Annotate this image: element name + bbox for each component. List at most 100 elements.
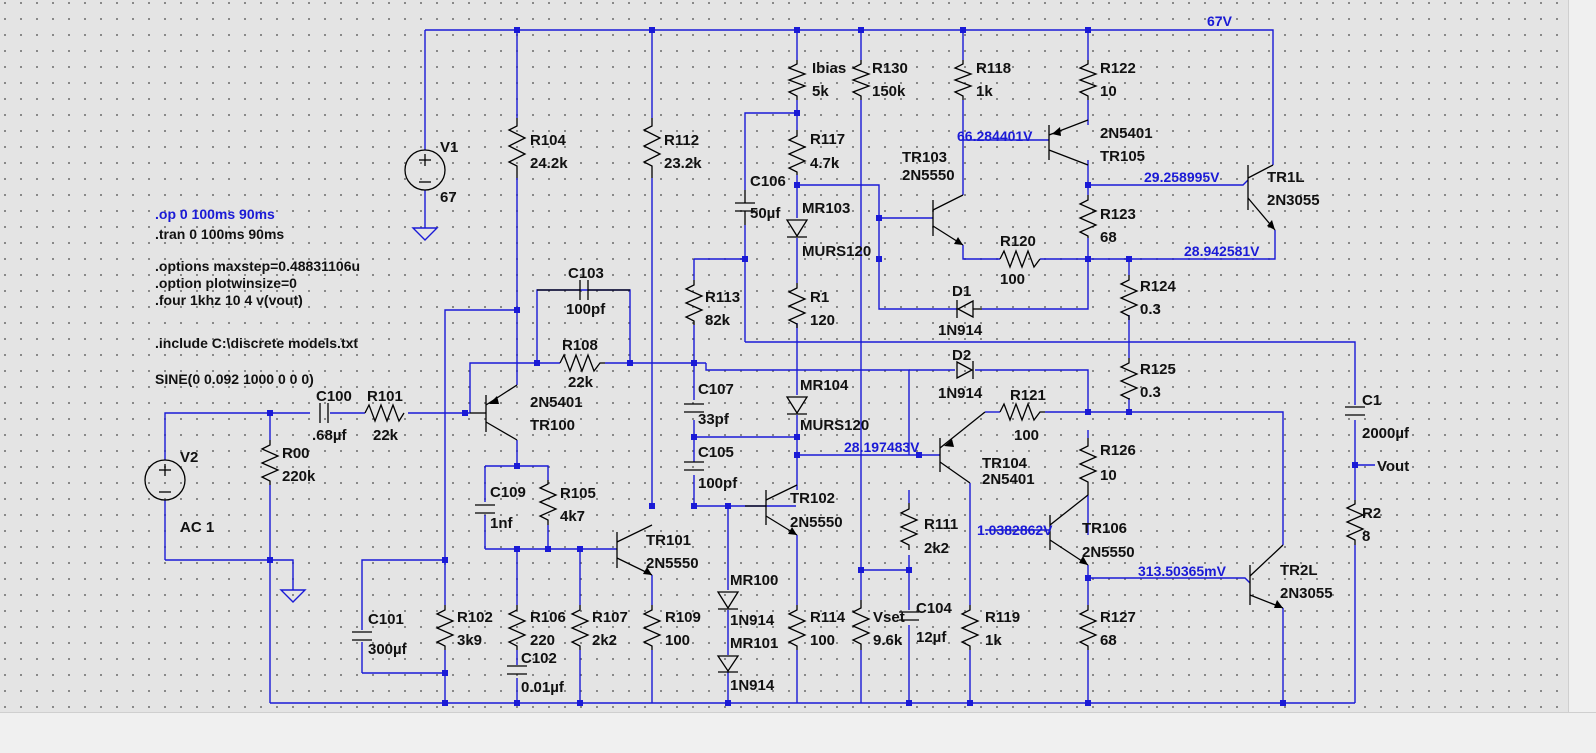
ground-icon <box>279 589 307 603</box>
label-r120-value: 100 <box>1000 271 1025 288</box>
spice-directive-four: .four 1khz 10 4 v(vout) <box>155 292 303 308</box>
tr103-symbol <box>932 194 964 246</box>
junction-dot <box>534 360 540 366</box>
junction-dot <box>442 557 448 563</box>
junction-dot <box>514 546 520 552</box>
junction-dot <box>649 27 655 33</box>
label-r107-value: 2k2 <box>592 632 617 649</box>
schematic-canvas[interactable] <box>0 0 1568 712</box>
label-r1-name: R1 <box>810 289 829 306</box>
label-r109-name: R109 <box>665 609 701 626</box>
label-r114-name: R114 <box>810 609 846 626</box>
junction-dot <box>1126 409 1132 415</box>
tr1l-symbol <box>1247 164 1276 231</box>
label-r123-name: R123 <box>1100 206 1136 223</box>
junction-dot <box>1280 700 1286 706</box>
label-mr100-value: 1N914 <box>730 612 775 629</box>
mr103-symbol <box>785 219 809 238</box>
spice-directive-tran: .tran 0 100ms 90ms <box>155 226 284 242</box>
label-c101-value: 300µf <box>368 641 408 658</box>
label-c102-value: 0.01µf <box>521 679 565 696</box>
label-tr104-value: 2N5401 <box>982 471 1035 488</box>
junction-dot <box>876 215 882 221</box>
v1-symbol <box>404 149 446 191</box>
label-tr106-value: 2N5550 <box>1082 544 1135 561</box>
junction-dot <box>267 410 273 416</box>
label-r127-name: R127 <box>1100 609 1136 626</box>
r117-symbol <box>787 130 807 175</box>
label-ibias-name: Ibias <box>812 60 846 77</box>
label-c105-value: 100pf <box>698 475 738 492</box>
label-mr104-value: MURS120 <box>800 417 869 434</box>
label-tr2l-name: TR2L <box>1280 562 1318 579</box>
voltage-readout: 29.258995V <box>1144 169 1220 185</box>
horizontal-scrollbar[interactable] <box>0 712 1596 753</box>
label-mr103-value: MURS120 <box>802 243 871 260</box>
label-c109-value: 1nf <box>490 515 514 532</box>
junction-dot <box>858 567 864 573</box>
label-tr102-name: TR102 <box>790 490 835 507</box>
label-tr103-value: 2N5550 <box>902 167 955 184</box>
label-r121-value: 100 <box>1014 427 1039 444</box>
label-r2-value: 8 <box>1362 528 1370 545</box>
junction-dot <box>960 27 966 33</box>
label-tr106-name: TR106 <box>1082 520 1127 537</box>
junction-dot <box>514 463 520 469</box>
junction-dot <box>967 700 973 706</box>
junction-dot <box>1085 27 1091 33</box>
r125-symbol <box>1119 358 1139 401</box>
spice-directive-maxstep: .options maxstep=0.48831106u <box>155 258 360 274</box>
label-r117-value: 4.7k <box>810 155 840 172</box>
voltage-readout: 28.197483V <box>844 439 920 455</box>
label-r2-name: R2 <box>1362 505 1381 522</box>
voltage-readout: 1.0382862V <box>977 522 1053 538</box>
tr102-symbol <box>745 484 798 536</box>
c105-symbol <box>684 461 704 471</box>
label-vset-name: Vset <box>873 609 905 626</box>
label-c107-name: C107 <box>698 381 734 398</box>
label-ibias-value: 5k <box>812 83 829 100</box>
junction-dot <box>649 503 655 509</box>
r122-symbol <box>1078 60 1098 100</box>
r127-symbol <box>1078 605 1098 650</box>
label-r123-value: 68 <box>1100 229 1117 246</box>
label-r1-value: 120 <box>810 312 835 329</box>
label-vset-value: 9.6k <box>873 632 903 649</box>
junction-dot <box>462 410 468 416</box>
label-tr101-name: TR101 <box>646 532 691 549</box>
vertical-scrollbar[interactable] <box>1568 0 1596 712</box>
r104-symbol <box>507 118 527 178</box>
label-r119-name: R119 <box>985 609 1020 626</box>
label-c106-name: C106 <box>750 173 786 190</box>
label-tr104-name: TR104 <box>982 455 1028 472</box>
label-c1-name: C1 <box>1362 392 1381 409</box>
label-r130-name: R130 <box>872 60 908 77</box>
label-tr1l-value: 2N3055 <box>1267 192 1320 209</box>
r1-symbol <box>787 283 807 328</box>
label-mr101-value: 1N914 <box>730 677 775 694</box>
r101-symbol <box>364 403 405 423</box>
label-c102-name: C102 <box>521 650 557 667</box>
label-r102-value: 3k9 <box>457 632 482 649</box>
label-tr101-value: 2N5550 <box>646 555 699 572</box>
r106-symbol <box>507 605 527 650</box>
vset-symbol <box>851 600 871 650</box>
label-v2-name: V2 <box>180 449 198 466</box>
spice-directive-include: .include C:\discrete models.txt <box>155 335 358 351</box>
label-r126-value: 10 <box>1100 467 1117 484</box>
junction-dot <box>1085 575 1091 581</box>
d2-symbol <box>956 360 974 380</box>
r123-symbol <box>1078 195 1098 238</box>
label-d1-value: 1N914 <box>938 322 983 339</box>
tr104-symbol <box>939 411 986 484</box>
label-c104-name: C104 <box>916 600 953 617</box>
junction-dot <box>916 452 922 458</box>
junction-dot <box>577 700 583 706</box>
v2-symbol <box>144 459 186 501</box>
label-v1-name: V1 <box>440 139 458 156</box>
junction-dot <box>691 360 697 366</box>
junction-dot <box>267 557 273 563</box>
r105-symbol <box>538 480 558 525</box>
junction-dot <box>876 256 882 262</box>
tr2l-symbol <box>1249 544 1284 609</box>
